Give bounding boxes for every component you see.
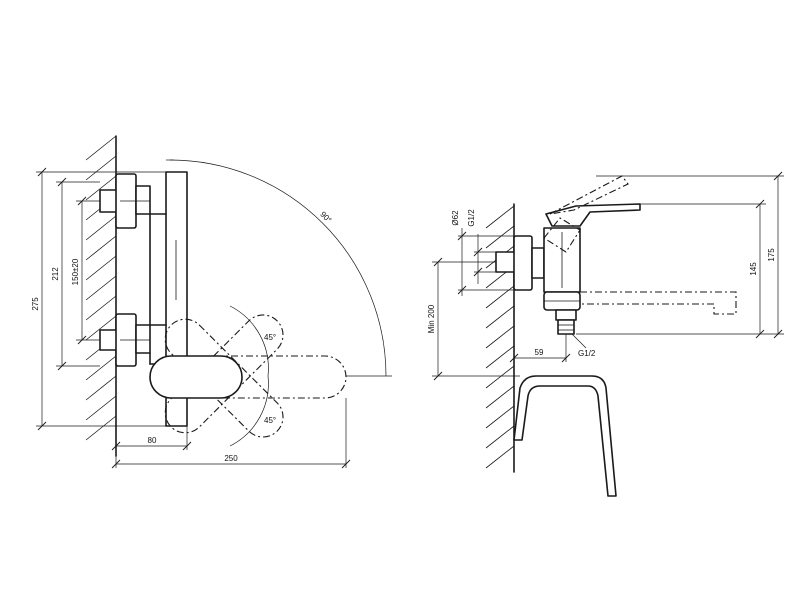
front-dim-150: 150±20	[71, 258, 80, 285]
side-dim-diameter: Ø62	[451, 210, 460, 226]
side-dim-thread-top: G1/2	[467, 209, 476, 227]
side-connector	[495, 235, 545, 291]
side-dim-145: 145	[749, 262, 758, 276]
side-offset-dim	[509, 333, 587, 363]
front-dim-45-upper: 45°	[264, 333, 276, 342]
side-right-dims	[576, 171, 784, 339]
angle-arc-45-lower	[229, 375, 269, 447]
front-vertical-dims	[36, 167, 166, 431]
front-dim-90deg: 90°	[318, 210, 333, 225]
front-dim-250: 250	[224, 454, 238, 463]
bathtub-section	[513, 375, 617, 497]
front-wall	[85, 135, 117, 457]
side-min-dim	[432, 257, 520, 381]
side-dim-59: 59	[535, 348, 544, 357]
front-horizontal-dims	[111, 398, 351, 469]
side-view: Ø62 G1/2 Min 200 145 175 59 G1/2	[427, 171, 784, 497]
lower-connector	[99, 313, 151, 367]
front-dim-80: 80	[148, 436, 157, 445]
angle-arc-45-upper	[229, 305, 269, 377]
front-dim-45-lower: 45°	[264, 416, 276, 425]
front-dim-212: 212	[51, 267, 60, 281]
side-lever	[543, 175, 641, 253]
upper-connector	[99, 173, 151, 229]
side-dim-175: 175	[767, 248, 776, 262]
front-view: 275 212 150±20 90° 45° 45° 80 250	[31, 135, 392, 469]
side-dim-min-200: Min 200	[427, 304, 436, 333]
lever-handle	[149, 355, 243, 399]
side-mixer-body	[543, 227, 581, 335]
side-spout	[580, 291, 737, 315]
front-dim-275: 275	[31, 297, 40, 311]
angle-arc-90	[169, 159, 387, 377]
side-wall	[485, 203, 515, 473]
side-dim-thread-bottom: G1/2	[578, 349, 596, 358]
